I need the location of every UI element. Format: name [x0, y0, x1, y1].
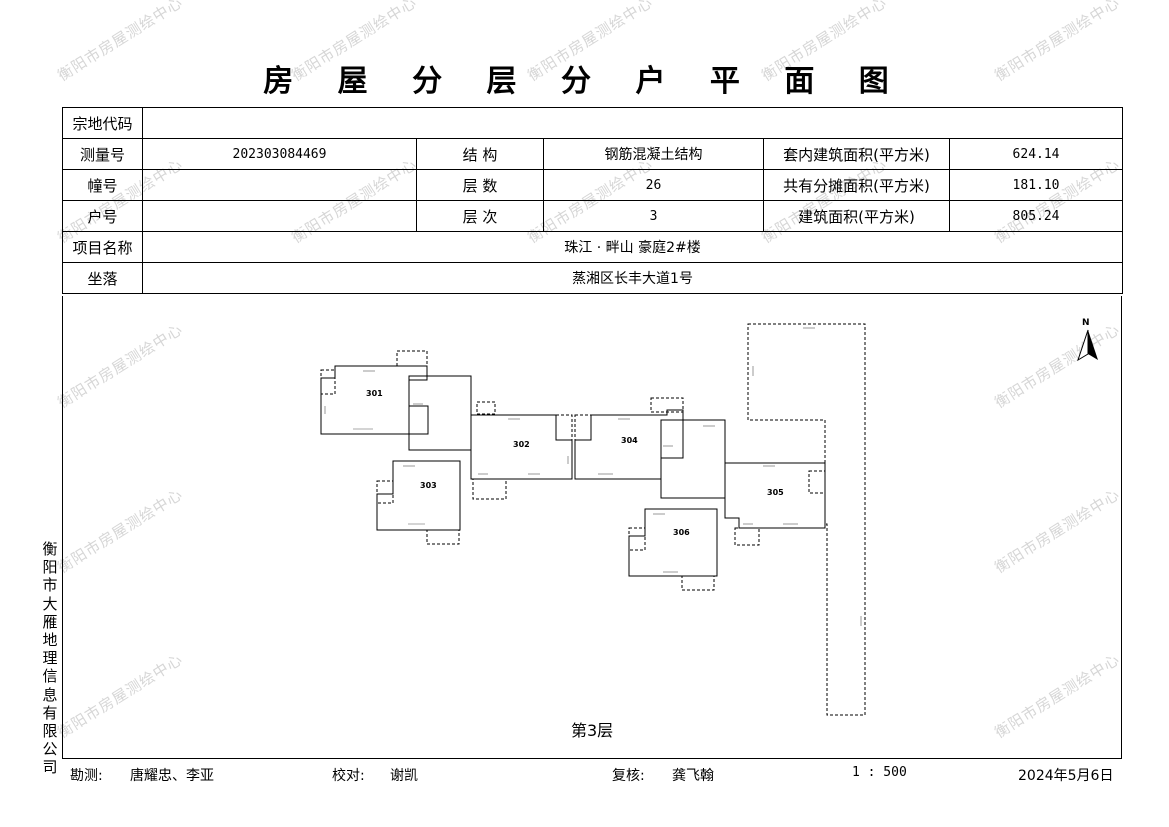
jiegou-value: 钢筋混凝土结构 [543, 138, 764, 170]
date: 2024年5月6日 [1018, 768, 1114, 784]
table-row: 项目名称 珠江 · 畔山 豪庭2#楼 [62, 231, 1124, 263]
celianghao-label: 测量号 [62, 138, 143, 170]
fuhe-value: 龚飞翰 [672, 768, 714, 784]
unit-label-306: 306 [673, 528, 690, 537]
jiaodui-value: 谢凯 [390, 768, 418, 784]
kance-label: 勘测: [70, 768, 103, 784]
shared-area-outline [747, 323, 866, 716]
company-name-vertical: 衡阳市大雁地理信息有限公司 [42, 540, 58, 777]
celianghao-value: 202303084469 [142, 138, 417, 170]
fuhe-label: 复核: [612, 768, 645, 784]
location-label: 坐落 [62, 262, 143, 294]
project-value: 珠江 · 畔山 豪庭2#楼 [141, 231, 1124, 263]
taonei-label: 套内建筑面积(平方米) [763, 138, 950, 170]
page-title: 房 屋 分 层 分 户 平 面 图 [263, 64, 906, 99]
unit-305-outline [724, 462, 826, 529]
cengci-label: 层 次 [416, 200, 544, 232]
table-row: 测量号 202303084469 结 构 钢筋混凝土结构 套内建筑面积(平方米)… [62, 138, 1124, 170]
north-label: N [1082, 318, 1090, 328]
zongdi-value [141, 107, 1124, 139]
zhuanghao-label: 幢号 [62, 169, 143, 201]
taonei-value: 624.14 [948, 138, 1124, 170]
dimension-marks [324, 327, 862, 626]
stair-block-right [660, 419, 726, 499]
unit-301-outline [320, 365, 429, 435]
unit-306-outline [628, 508, 718, 577]
table-row: 坐落 蒸湘区长丰大道1号 [62, 262, 1124, 294]
jianzhu-value: 805.24 [948, 200, 1124, 232]
unit-label-303: 303 [420, 481, 437, 490]
scale: 1 : 500 [852, 765, 907, 780]
cengshu-label: 层 数 [416, 169, 544, 201]
unit-label-305: 305 [767, 488, 784, 497]
project-label: 项目名称 [62, 231, 143, 263]
zongdi-label: 宗地代码 [62, 107, 143, 139]
cengshu-value: 26 [543, 169, 764, 201]
jiegou-label: 结 构 [416, 138, 544, 170]
north-arrow-icon [1077, 329, 1098, 362]
kance-value: 唐耀忠、李亚 [130, 768, 214, 784]
gongtan-label: 共有分摊面积(平方米) [763, 169, 950, 201]
zhuanghao-value [142, 169, 417, 201]
location-value: 蒸湘区长丰大道1号 [141, 262, 1124, 294]
info-table: 宗地代码 测量号 202303084469 结 构 钢筋混凝土结构 套内建筑面积… [62, 107, 1124, 294]
balcony-outlines [320, 350, 826, 591]
table-row: 宗地代码 [62, 107, 1124, 139]
cengci-value: 3 [543, 200, 764, 232]
huhao-label: 户号 [62, 200, 143, 232]
unit-303-outline [376, 460, 461, 531]
table-row: 户号 层 次 3 建筑面积(平方米) 805.24 [62, 200, 1124, 232]
unit-label-304: 304 [621, 436, 638, 445]
unit-label-302: 302 [513, 440, 530, 449]
huhao-value [142, 200, 417, 232]
table-row: 幢号 层 数 26 共有分摊面积(平方米) 181.10 [62, 169, 1124, 201]
unit-label-301: 301 [366, 389, 383, 398]
floor-plan-drawing [320, 323, 866, 716]
jiaodui-label: 校对: [332, 768, 365, 784]
jianzhu-label: 建筑面积(平方米) [763, 200, 950, 232]
stair-block-left [408, 375, 472, 451]
floor-label: 第3层 [571, 721, 614, 740]
gongtan-value: 181.10 [948, 169, 1124, 201]
floor-plan-area: 301 302 303 304 305 306 [62, 296, 1122, 759]
